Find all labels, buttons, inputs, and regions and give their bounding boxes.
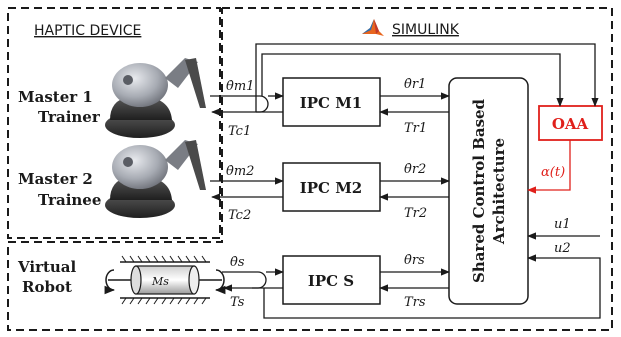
signal-lines xyxy=(210,43,601,319)
shared-control-label-line2: Architecture xyxy=(490,138,508,245)
simulink-frame xyxy=(7,7,613,331)
virtual-robot-icon: Ms xyxy=(104,255,226,305)
alpha-label: α(t) xyxy=(541,165,565,180)
u2-label: u2 xyxy=(554,241,571,256)
theta-r2-label: θ̇r2 xyxy=(404,162,426,177)
tc1-label: Tc1 xyxy=(228,124,251,139)
master1-label-line2: Trainer xyxy=(38,108,101,126)
alpha-signal-line xyxy=(527,140,571,194)
haptic-device-title: HAPTIC DEVICE xyxy=(34,23,141,39)
ipc-m1-label: IPC M1 xyxy=(300,94,363,112)
tr1-label: Tr1 xyxy=(404,121,427,136)
robot-label-line2: Robot xyxy=(22,278,72,296)
tc2-label: Tc2 xyxy=(228,208,251,223)
master2-label-line1: Master 2 xyxy=(18,170,93,188)
mass-label: Ms xyxy=(151,275,169,288)
shared-control-block: Shared Control Based Architecture xyxy=(448,77,529,305)
matlab-logo-icon xyxy=(362,19,384,36)
haptic-device-2-icon xyxy=(105,140,206,218)
theta-s-label: θ̇s xyxy=(230,255,245,270)
ipc-m2-label: IPC M2 xyxy=(300,179,363,197)
theta-m1-label: θ̇m1 xyxy=(226,79,254,94)
master1-label-line1: Master 1 xyxy=(18,88,93,106)
tr2-label: Tr2 xyxy=(404,206,427,221)
robot-label-line1: Virtual xyxy=(17,258,77,276)
ipc-m1-block: IPC M1 xyxy=(282,77,381,127)
shared-control-label-line1: Shared Control Based xyxy=(470,98,488,283)
trs-label: Trs xyxy=(404,295,426,310)
ipc-s-label: IPC S xyxy=(308,272,354,290)
haptic-device-frame xyxy=(7,7,221,239)
haptic-device-1-icon xyxy=(105,58,206,138)
ipc-m2-block: IPC M2 xyxy=(282,162,381,212)
oaa-label: OAA xyxy=(552,115,589,133)
u1-label: u1 xyxy=(554,217,571,232)
ts-label: Ts xyxy=(230,295,245,310)
theta-r1-label: θ̇r1 xyxy=(404,77,426,92)
theta-rs-label: θ̇rs xyxy=(404,253,425,268)
ipc-s-block: IPC S xyxy=(282,255,381,305)
oaa-block: OAA xyxy=(538,105,603,141)
theta-m2-label: θ̇m2 xyxy=(226,164,254,179)
simulink-title: SIMULINK xyxy=(392,22,460,38)
master2-label-line2: Trainee xyxy=(38,191,101,209)
